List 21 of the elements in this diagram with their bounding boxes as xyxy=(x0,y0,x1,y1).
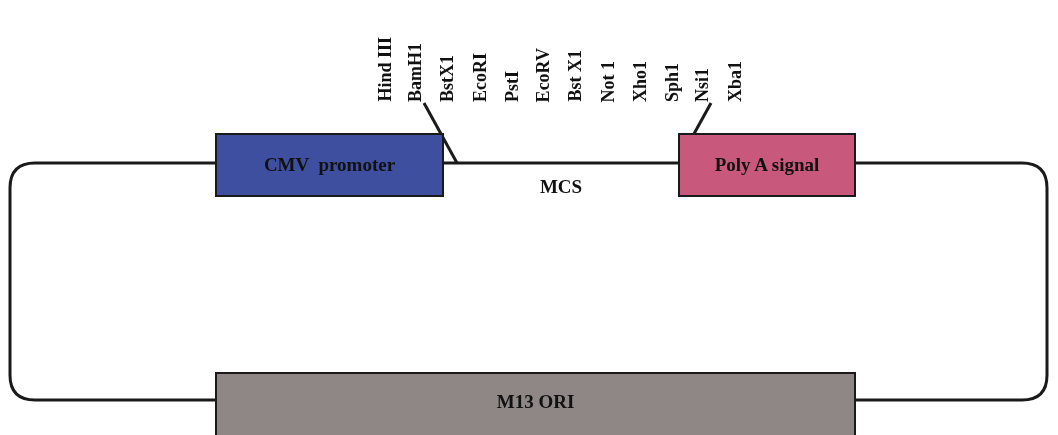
restriction-site-label: EcoRI xyxy=(470,53,490,102)
gene-element-box xyxy=(215,133,444,197)
restriction-site-label: Hind III xyxy=(375,37,395,102)
restriction-site-label: BamH1 xyxy=(405,43,425,102)
restriction-site-label: Not 1 xyxy=(598,60,618,102)
restriction-site-label: Nsi1 xyxy=(692,68,712,102)
gene-element-box xyxy=(678,133,856,197)
restriction-site-label: BstX1 xyxy=(437,55,457,102)
backbone-line xyxy=(444,161,678,165)
gene-element-box xyxy=(215,372,856,435)
restriction-site-label: Xho1 xyxy=(630,61,650,102)
element-label: Poly A signal xyxy=(714,154,820,176)
restriction-site-label: Sph1 xyxy=(662,62,682,102)
backbone-line xyxy=(856,161,1049,402)
restriction-site-label: EcoRV xyxy=(533,47,553,102)
restriction-site-label: Xba1 xyxy=(725,61,745,102)
backbone-line xyxy=(8,161,215,402)
restriction-site-label: Bst X1 xyxy=(565,50,585,102)
restriction-site-label: PstI xyxy=(502,71,522,102)
element-label: CMV promoter xyxy=(263,154,396,176)
element-label: M13 ORI xyxy=(496,391,575,413)
